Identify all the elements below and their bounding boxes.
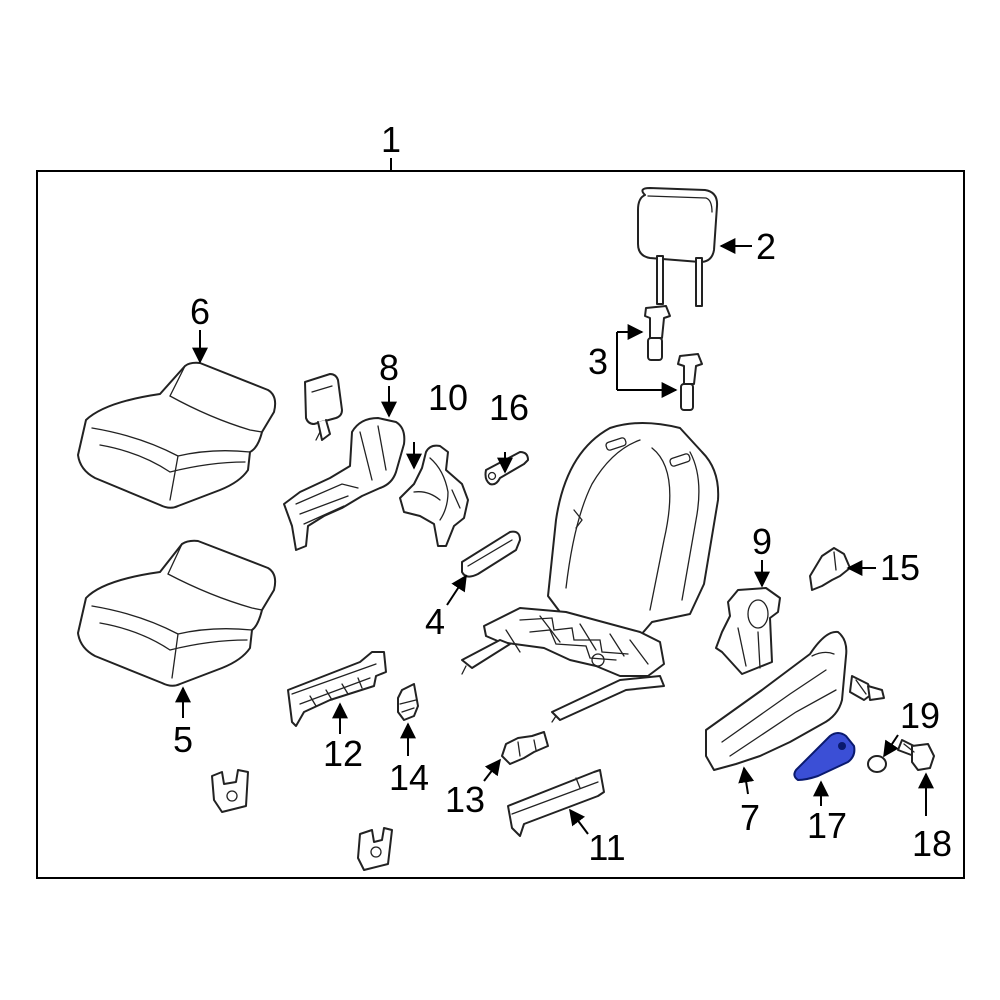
cap-part[interactable] xyxy=(867,755,887,773)
callout-8: 8 xyxy=(379,347,399,388)
side-shield-left-part[interactable] xyxy=(283,417,406,551)
hook-part[interactable] xyxy=(484,451,529,486)
callout-11: 11 xyxy=(588,827,625,868)
lever-knob-part[interactable] xyxy=(461,530,521,578)
callout-15: 15 xyxy=(880,547,920,588)
connector-part[interactable] xyxy=(397,683,419,721)
bolt-part[interactable] xyxy=(897,739,935,771)
callout-6: 6 xyxy=(190,291,210,332)
headrest-guide-part[interactable] xyxy=(644,305,703,411)
callout-12: 12 xyxy=(323,733,363,774)
bracket-part[interactable] xyxy=(501,731,549,765)
callout-4: 4 xyxy=(425,601,445,642)
callout-9: 9 xyxy=(752,521,772,562)
seat-cushion-upper-part[interactable] xyxy=(77,361,277,509)
callout-17: 17 xyxy=(807,805,847,846)
callout-1: 1 xyxy=(381,119,401,160)
callout-2: 2 xyxy=(756,226,776,267)
callout-13: 13 xyxy=(445,779,485,820)
side-cover-right-part[interactable] xyxy=(715,587,781,675)
clip-bottom-part[interactable] xyxy=(357,827,393,871)
callout-14: 14 xyxy=(389,757,429,798)
clip-part[interactable] xyxy=(809,547,851,591)
clip-lower-left-part[interactable] xyxy=(211,769,249,813)
bolt-upper-part[interactable] xyxy=(849,675,885,701)
assembly-frame xyxy=(36,170,965,879)
callout-16: 16 xyxy=(489,387,529,428)
seat-belt-buckle-part[interactable] xyxy=(304,373,343,441)
callout-19: 19 xyxy=(900,695,940,736)
callout-18: 18 xyxy=(912,823,952,864)
recliner-handle-part[interactable] xyxy=(793,732,856,781)
callout-10: 10 xyxy=(428,377,468,418)
seat-frame-part[interactable] xyxy=(461,422,720,723)
rail-cover-part[interactable] xyxy=(287,651,387,727)
rail-cover-lower-part[interactable] xyxy=(507,769,605,837)
headrest-part[interactable] xyxy=(637,187,719,307)
seat-cushion-lower-part[interactable] xyxy=(77,539,277,687)
side-shield-right-part[interactable] xyxy=(705,630,848,771)
callout-3: 3 xyxy=(588,341,608,382)
recliner-cover-part[interactable] xyxy=(399,444,469,547)
callout-7: 7 xyxy=(740,797,760,838)
callout-5: 5 xyxy=(173,719,193,760)
